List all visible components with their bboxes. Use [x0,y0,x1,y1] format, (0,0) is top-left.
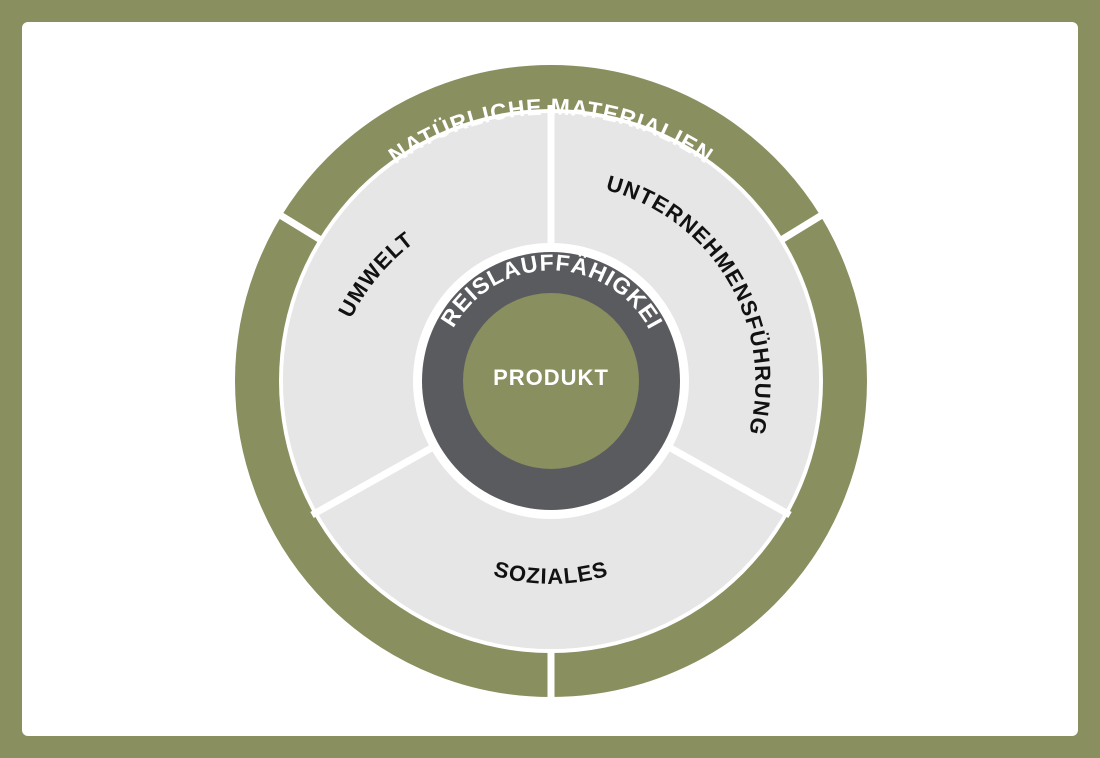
core-circle [463,293,639,469]
label-produkt: PRODUKT [493,365,609,390]
